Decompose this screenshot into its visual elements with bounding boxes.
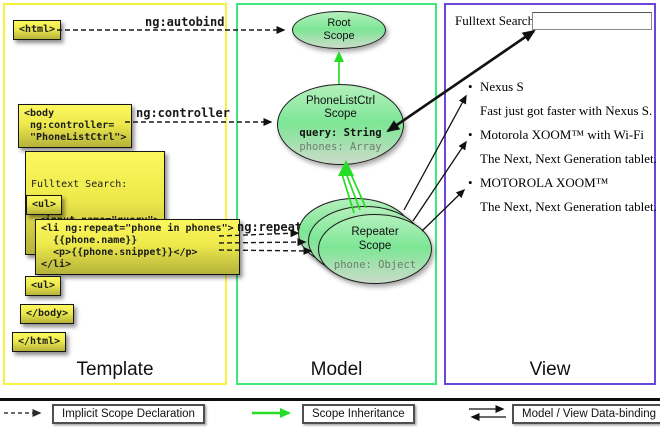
code-html-close: </html>: [12, 332, 67, 352]
list-item-snippet: The Next, Next Generation tablet.: [480, 151, 657, 166]
legend-binding-arrows: [469, 405, 506, 421]
view-column-label: View: [529, 359, 571, 380]
code-ul-close: <ul>: [25, 276, 62, 296]
legend-implicit-scope: Implicit Scope Declaration: [52, 404, 205, 424]
list-item-title: •Motorola XOOM™ with Wi-Fi: [468, 123, 652, 147]
legend-data-binding: Model / View Data-binding: [512, 404, 660, 424]
root-scope-title: Root Scope: [323, 16, 355, 42]
code-li-repeat: <li ng:repeat="phone in phones"> {{phone…: [35, 219, 240, 275]
bullet-icon: •: [468, 127, 473, 142]
code-ul-open: <ul>: [26, 195, 63, 215]
ng-repeat-label: ng:repeat: [237, 220, 303, 234]
code-fulltext-label: Fulltext Search:: [31, 179, 128, 190]
ng-controller-label: ng:controller: [136, 106, 230, 120]
template-column: Template: [3, 3, 227, 385]
code-body-open: <body ng:controller= "PhoneListCtrl">: [18, 104, 133, 148]
list-item-snippet: The Next, Next Generation tablet.: [480, 199, 657, 214]
repeater-scope-ellipse: Repeater Scope phone: Object: [318, 214, 432, 284]
model-column: Model: [236, 3, 437, 385]
fulltext-search-input[interactable]: [532, 12, 652, 30]
view-search-label: Fulltext Search:: [455, 13, 538, 28]
template-column-label: Template: [76, 359, 154, 380]
list-item-snippet: Fast just got faster with Nexus S.: [480, 103, 653, 118]
prop-query: query: String: [299, 127, 382, 140]
list-item-title: •MOTOROLA XOOM™: [468, 171, 652, 195]
prop-phones: phones: Array: [299, 141, 382, 154]
code-html-open: <html>: [13, 20, 62, 40]
root-scope-ellipse: Root Scope: [292, 11, 386, 49]
model-column-label: Model: [310, 359, 363, 380]
repeater-scope-title: Repeater Scope: [351, 226, 399, 252]
bullet-icon: •: [468, 175, 473, 190]
legend-divider: [0, 398, 660, 401]
bullet-icon: •: [468, 79, 473, 94]
phonelistctrl-scope-title: PhoneListCtrl Scope: [305, 94, 376, 121]
view-phone-list: •Nexus S Fast just got faster with Nexus…: [468, 75, 657, 219]
code-body-close: </body>: [20, 304, 75, 324]
list-item-title: •Nexus S: [468, 75, 652, 99]
ng-autobind-label: ng:autobind: [145, 15, 225, 29]
prop-phone: phone: Object: [333, 258, 417, 271]
legend-scope-inheritance: Scope Inheritance: [302, 404, 415, 424]
